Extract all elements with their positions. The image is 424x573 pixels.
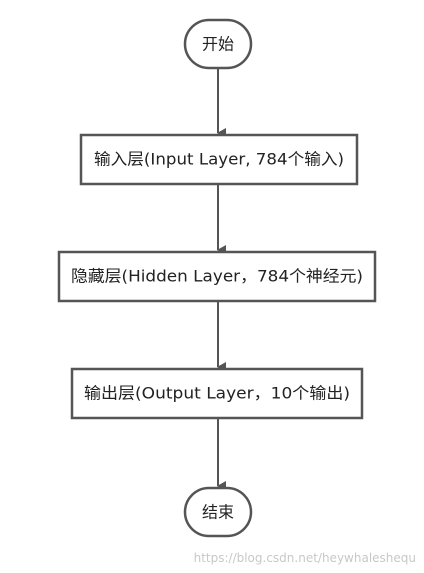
output-layer-node: 输出层(Output Layer，10个输出) [70,367,364,420]
output-layer-label: 输出层(Output Layer，10个输出) [84,384,350,403]
start-label: 开始 [202,35,234,54]
start-node: 开始 [183,18,253,70]
end-node: 结束 [183,486,253,538]
hidden-layer-node: 隐藏层(Hidden Layer，784个神经元) [57,250,377,303]
input-layer-label: 输入层(Input Layer, 784个输入) [94,150,344,169]
input-layer-node: 输入层(Input Layer, 784个输入) [79,133,359,186]
watermark-text: https://blog.csdn.net/heywhaleshequ [193,551,416,565]
hidden-layer-label: 隐藏层(Hidden Layer，784个神经元) [71,267,363,286]
end-label: 结束 [202,503,234,522]
